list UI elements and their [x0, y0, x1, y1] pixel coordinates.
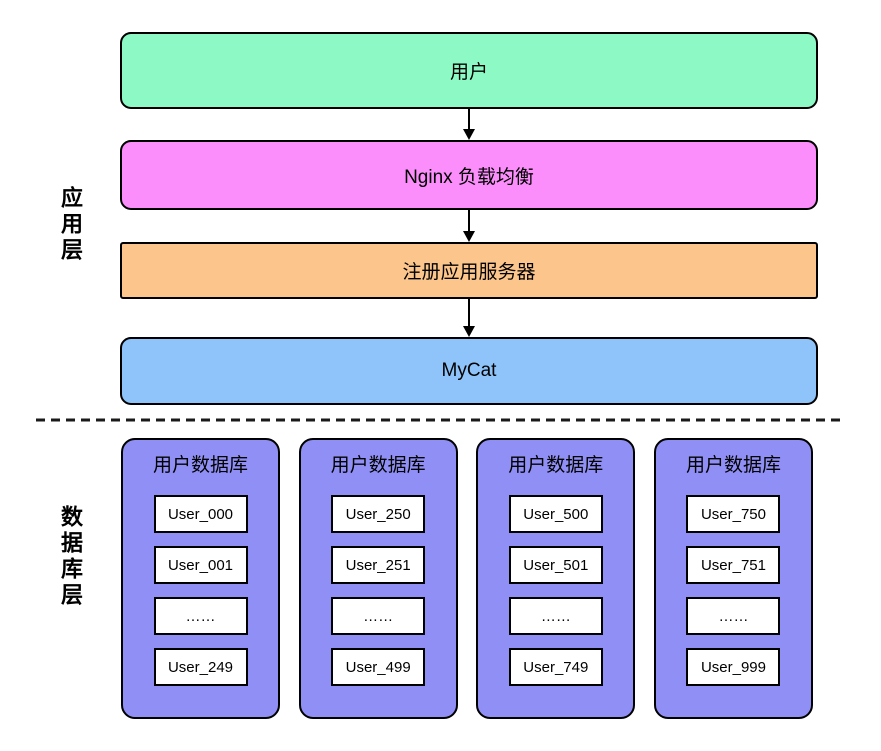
database-title: 用户数据库 [330, 455, 426, 476]
shard-cell: User_499 [331, 648, 426, 686]
node-mycat: MyCat [120, 337, 818, 405]
database-box: 用户数据库 User_500 User_501 …… User_749 [476, 438, 636, 719]
database-box: 用户数据库 User_000 User_001 …… User_249 [121, 438, 280, 719]
node-app-server: 注册应用服务器 [120, 242, 818, 299]
shard-cell: …… [153, 597, 248, 635]
node-users-label: 用户 [449, 62, 488, 83]
shard-cell: User_000 [153, 495, 248, 533]
database-row: 用户数据库 User_000 User_001 …… User_249 用户数据… [121, 438, 813, 719]
database-box: 用户数据库 User_750 User_751 …… User_999 [653, 438, 813, 719]
database-box: 用户数据库 User_250 User_251 …… User_499 [298, 438, 458, 719]
node-nginx-load-balancer: Nginx 负载均衡 [120, 140, 818, 210]
down-arrow-icon [463, 299, 475, 337]
shard-cell: …… [508, 597, 603, 635]
node-users: 用户 [120, 32, 818, 109]
down-arrow-icon [463, 109, 475, 140]
shard-cell: User_001 [153, 546, 248, 584]
database-title: 用户数据库 [685, 455, 781, 476]
shard-cell: User_250 [331, 495, 426, 533]
shard-cell: User_750 [686, 495, 781, 533]
shard-cell: User_751 [686, 546, 781, 584]
shard-cell: User_251 [331, 546, 426, 584]
app-layer-label: 应用层 [58, 186, 83, 264]
db-layer-label: 数据库层 [58, 505, 83, 609]
shard-cell: …… [686, 597, 781, 635]
database-title: 用户数据库 [152, 455, 248, 476]
shard-cell: User_500 [508, 495, 603, 533]
shard-cell: User_999 [686, 648, 781, 686]
shard-cell: User_501 [508, 546, 603, 584]
database-title: 用户数据库 [508, 455, 604, 476]
shard-cell: User_249 [153, 648, 248, 686]
node-mycat-label: MyCat [441, 360, 497, 381]
layer-divider [36, 418, 846, 422]
shard-cell: …… [331, 597, 426, 635]
down-arrow-icon [463, 210, 475, 242]
node-nginx-label: Nginx 负载均衡 [404, 166, 534, 188]
shard-cell: User_749 [508, 648, 603, 686]
node-app-server-label: 注册应用服务器 [402, 262, 536, 283]
